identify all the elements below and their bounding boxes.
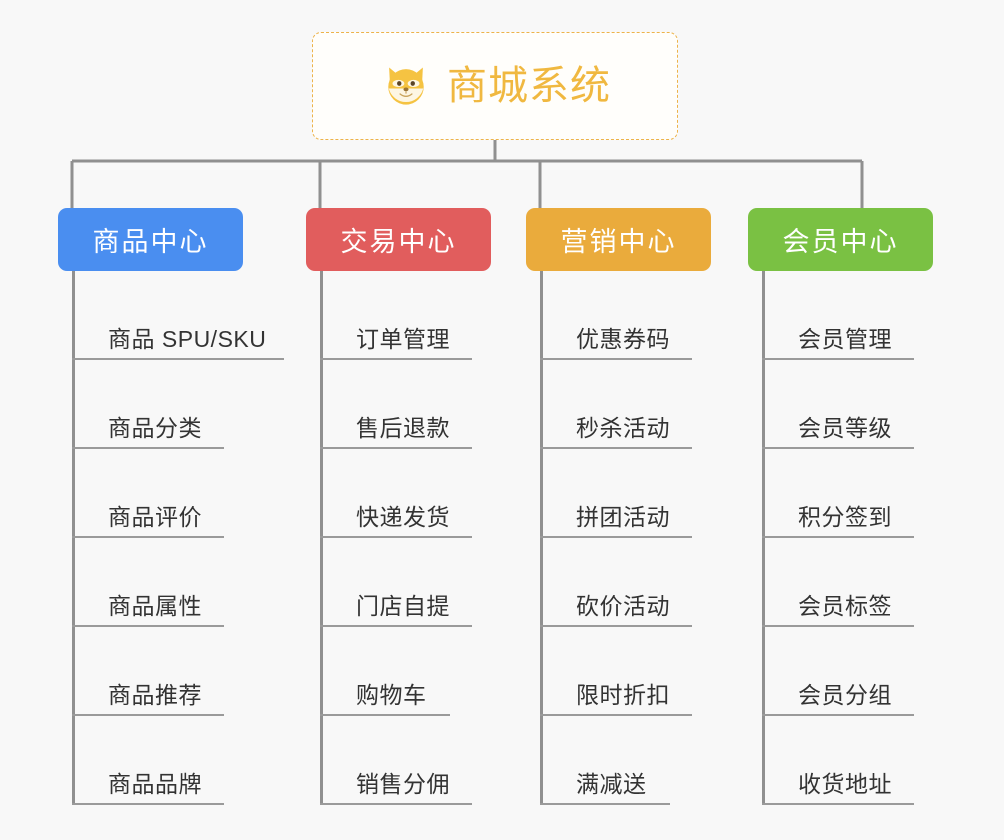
leaf-item[interactable]: 收货地址 — [762, 716, 914, 805]
leaf-item-label: 满减送 — [576, 770, 647, 797]
leaf-item-label: 会员分组 — [798, 681, 892, 708]
leaf-item-label: 商品 SPU/SKU — [108, 325, 267, 352]
leaf-item[interactable]: 订单管理 — [320, 271, 472, 360]
leaf-item[interactable]: 满减送 — [540, 716, 670, 805]
branch-spine-trade-center — [320, 271, 323, 805]
leaf-item-label: 积分签到 — [798, 503, 892, 530]
leaf-item-label: 售后退款 — [356, 414, 450, 441]
leaf-item-label: 优惠券码 — [576, 325, 670, 352]
branch-spine-marketing-center — [540, 271, 543, 805]
leaf-item[interactable]: 限时折扣 — [540, 627, 692, 716]
leaf-item[interactable]: 购物车 — [320, 627, 450, 716]
leaf-item[interactable]: 销售分佣 — [320, 716, 472, 805]
leaf-item[interactable]: 会员等级 — [762, 360, 914, 449]
leaf-item[interactable]: 商品品牌 — [72, 716, 224, 805]
leaf-item[interactable]: 商品属性 — [72, 538, 224, 627]
leaf-item-label: 商品属性 — [108, 592, 202, 619]
branch-header-label: 商品中心 — [92, 227, 209, 257]
leaf-item-label: 会员标签 — [798, 592, 892, 619]
leaf-item[interactable]: 门店自提 — [320, 538, 472, 627]
leaf-item-label: 快递发货 — [356, 503, 450, 530]
leaf-item[interactable]: 商品 SPU/SKU — [72, 271, 284, 360]
leaf-item-label: 商品分类 — [108, 414, 202, 441]
leaf-item[interactable]: 砍价活动 — [540, 538, 692, 627]
leaf-item[interactable]: 积分签到 — [762, 449, 914, 538]
branch-header-label: 营销中心 — [560, 227, 677, 257]
leaf-item[interactable]: 售后退款 — [320, 360, 472, 449]
leaf-item-label: 会员管理 — [798, 325, 892, 352]
branch-header-member-center[interactable]: 会员中心 — [748, 208, 933, 271]
branch-header-marketing-center[interactable]: 营销中心 — [526, 208, 711, 271]
leaf-item[interactable]: 拼团活动 — [540, 449, 692, 538]
leaf-item-label: 购物车 — [356, 681, 427, 708]
branch-spine-product-center — [72, 271, 75, 805]
leaf-item[interactable]: 优惠券码 — [540, 271, 692, 360]
leaf-item[interactable]: 快递发货 — [320, 449, 472, 538]
leaf-item-label: 销售分佣 — [356, 770, 450, 797]
leaf-item-label: 商品评价 — [108, 503, 202, 530]
leaf-item[interactable]: 会员分组 — [762, 627, 914, 716]
leaf-item-label: 限时折扣 — [576, 681, 670, 708]
leaf-item[interactable]: 会员标签 — [762, 538, 914, 627]
leaf-item[interactable]: 商品分类 — [72, 360, 224, 449]
leaf-item-label: 订单管理 — [356, 325, 450, 352]
root-node-title: 商城系统 — [447, 64, 611, 108]
leaf-item-label: 商品推荐 — [108, 681, 202, 708]
root-node-mall-system[interactable]: 商城系统 — [312, 32, 678, 140]
branch-spine-member-center — [762, 271, 765, 805]
leaf-item-label: 砍价活动 — [576, 592, 670, 619]
leaf-item-label: 商品品牌 — [108, 770, 202, 797]
shiba-dog-face-icon — [388, 67, 424, 105]
branch-header-label: 交易中心 — [340, 227, 457, 257]
branch-header-label: 会员中心 — [782, 227, 899, 257]
leaf-item-label: 秒杀活动 — [576, 414, 670, 441]
leaf-item[interactable]: 商品评价 — [72, 449, 224, 538]
leaf-item-label: 会员等级 — [798, 414, 892, 441]
leaf-item-label: 收货地址 — [798, 770, 892, 797]
branch-header-trade-center[interactable]: 交易中心 — [306, 208, 491, 271]
leaf-item[interactable]: 商品推荐 — [72, 627, 224, 716]
leaf-item-label: 拼团活动 — [576, 503, 670, 530]
branch-header-product-center[interactable]: 商品中心 — [58, 208, 243, 271]
leaf-item[interactable]: 秒杀活动 — [540, 360, 692, 449]
leaf-item[interactable]: 会员管理 — [762, 271, 914, 360]
leaf-item-label: 门店自提 — [356, 592, 450, 619]
